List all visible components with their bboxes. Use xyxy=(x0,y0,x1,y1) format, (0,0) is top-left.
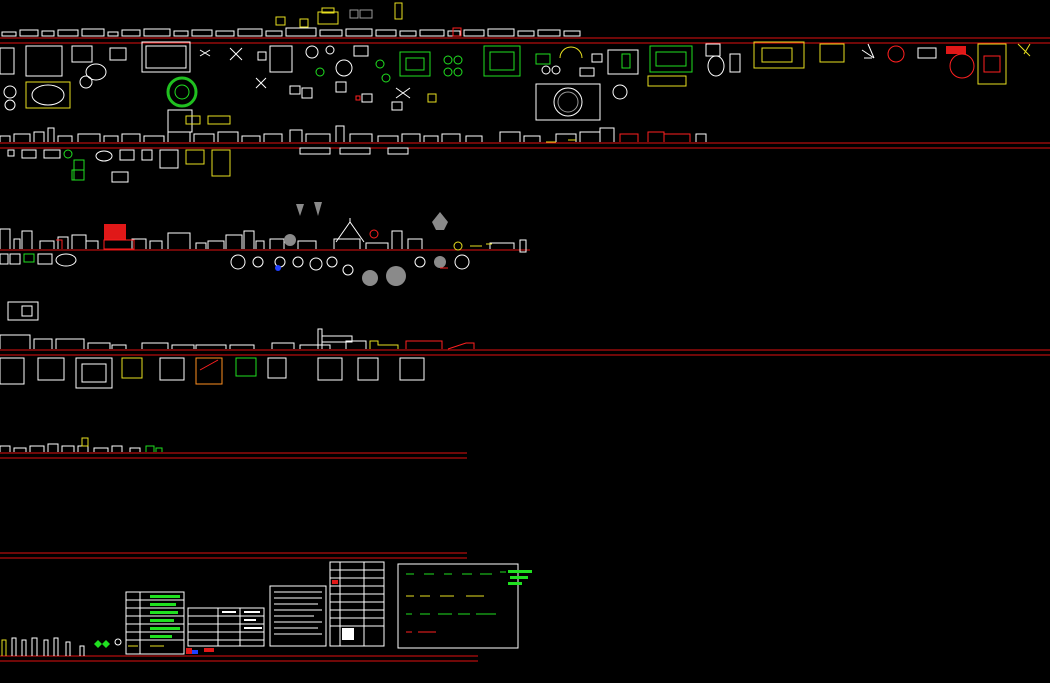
row1-elevation-strip[interactable] xyxy=(0,115,707,143)
row3-plant-blocks[interactable] xyxy=(0,253,470,286)
legend-table-4[interactable] xyxy=(329,561,385,647)
row2-plan-blocks[interactable] xyxy=(7,147,409,183)
legend-table-3[interactable] xyxy=(269,585,327,647)
row4-bed-elevations[interactable] xyxy=(0,301,475,350)
row5-blocks[interactable] xyxy=(0,437,163,452)
row4-bed-plans[interactable] xyxy=(0,357,425,389)
row3-elevation-blocks[interactable] xyxy=(0,202,527,253)
legend-table-1[interactable] xyxy=(125,591,198,655)
legend-table-5[interactable] xyxy=(397,563,532,649)
legend-table-2[interactable] xyxy=(187,607,265,652)
row1-elevation-blocks[interactable] xyxy=(1,2,581,37)
row1-plan-blocks[interactable] xyxy=(0,41,1031,133)
sheet-boundaries xyxy=(0,37,1050,662)
person-figures[interactable] xyxy=(1,637,122,656)
